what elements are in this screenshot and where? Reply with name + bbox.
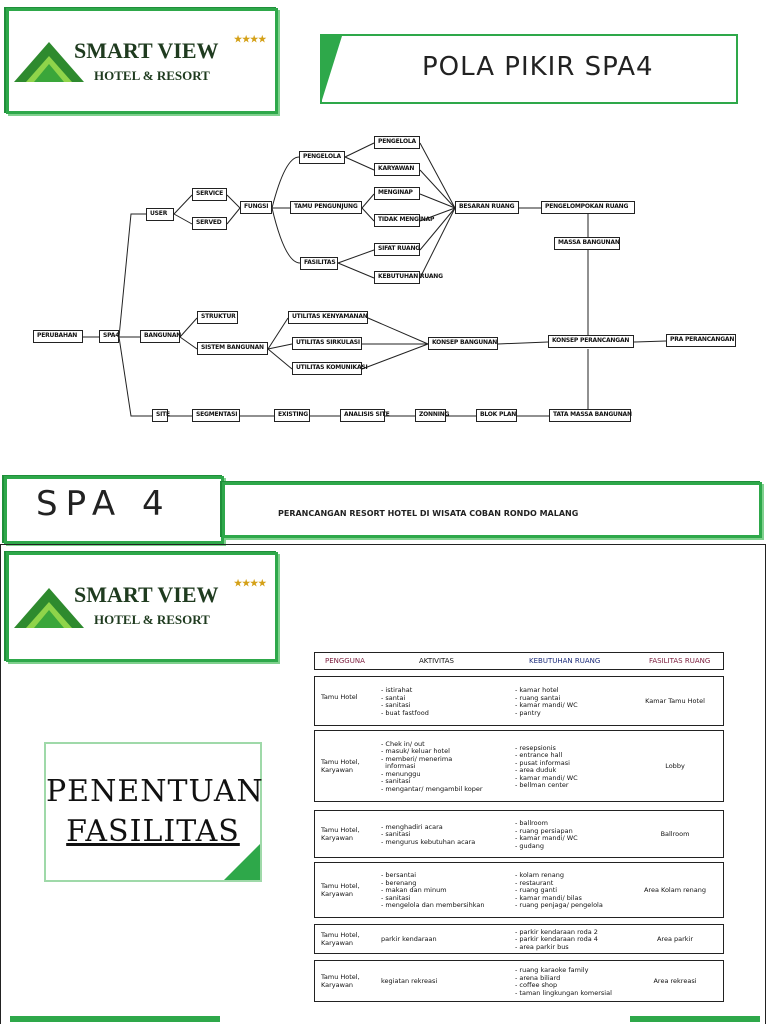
side-title-box: PENENTUAN FASILITAS xyxy=(44,742,264,882)
table-header-row: PENGGUNA AKTIVITAS KEBUTUHAN RUANG FASIL… xyxy=(314,652,724,670)
node-analisis-site: ANALISIS SITE xyxy=(340,409,390,422)
node-spa: SPA4 xyxy=(99,330,119,343)
node-fungsi: FUNGSI xyxy=(240,201,272,214)
logo-subtitle-2: HOTEL & RESORT xyxy=(94,612,210,627)
node-utilitas-sirkulasi: UTILITAS SIRKULASI xyxy=(292,337,362,350)
bottom-brush-right xyxy=(630,1016,760,1022)
node-utilitas-komunikasi: UTILITAS KOMUNIKASI xyxy=(292,362,368,375)
logo-stars-2: ★★★★ xyxy=(234,578,267,588)
node-sistem-bangunan: SISTEM BANGUNAN xyxy=(197,342,268,355)
node-pengelola1: PENGELOLA xyxy=(299,151,345,164)
side-title-line-2: FASILITAS xyxy=(66,814,240,849)
node-massa-bangunan: MASSA BANGUNAN xyxy=(554,237,620,250)
node-bangunan: BANGUNAN xyxy=(140,330,181,343)
cell-pengguna: Tamu Hotel, Karyawan xyxy=(321,931,360,947)
cell-pengguna: Tamu Hotel xyxy=(321,693,358,701)
node-struktur: STRUKTUR xyxy=(197,311,238,324)
cell-aktivitas: - menghadiri acara - sanitasi - mengurus… xyxy=(381,822,476,846)
cell-fasilitas: Ballroom xyxy=(660,830,690,838)
cell-kebutuhan: - ballroom - ruang persiapan - kamar man… xyxy=(515,819,578,850)
node-tata-massa: TATA MASSA BANGUNAN xyxy=(549,409,632,422)
cell-aktivitas: - Chek in/ out - masuk/ keluar hotel - m… xyxy=(381,739,483,793)
header-aktivitas: AKTIVITAS xyxy=(419,657,454,665)
cell-kebutuhan: - resepsionis - entrance hall - pusat in… xyxy=(515,743,578,789)
node-karyawan: KARYAWAN xyxy=(374,163,420,176)
page-title: POLA PIKIR SPA4 xyxy=(422,52,654,82)
node-utilitas-kenyamanan: UTILITAS KENYAMANAN xyxy=(288,311,368,324)
logo-stars: ★★★★ xyxy=(234,34,267,44)
banner-subtitle: PERANCANGAN RESORT HOTEL DI WISATA COBAN… xyxy=(278,509,579,518)
logo-mountain-icon xyxy=(14,38,84,82)
cell-aktivitas: - bersantai - berenang - makan dan minum… xyxy=(381,871,485,910)
header-kebutuhan: KEBUTUHAN RUANG xyxy=(529,657,601,665)
node-served: SERVED xyxy=(192,217,227,230)
table-row: Tamu Hotel, Karyawan - Chek in/ out - mas… xyxy=(314,730,724,802)
node-sifat-ruang: SIFAT RUANG xyxy=(374,243,420,256)
cell-fasilitas: Kamar Tamu Hotel xyxy=(645,697,705,705)
cell-fasilitas: Lobby xyxy=(665,762,685,770)
table-row: Tamu Hotel, Karyawan kegiatan rekreasi - r… xyxy=(314,960,724,1002)
node-menginap: MENGINAP xyxy=(374,187,420,200)
title-corner-triangle xyxy=(322,36,342,100)
node-konsep-bangunan: KONSEP BANGUNAN xyxy=(428,337,498,350)
cell-pengguna: Tamu Hotel, Karyawan xyxy=(321,882,360,898)
header-fasilitas: FASILITAS RUANG xyxy=(649,657,711,665)
node-pra-perancangan: PRA PERANCANGAN xyxy=(666,334,736,347)
node-fasilitas: FASILITAS xyxy=(300,257,338,270)
flowchart-lines xyxy=(83,142,667,417)
node-perubahan: PERUBAHAN xyxy=(33,330,83,343)
node-tamu: TAMU PENGUNJUNG xyxy=(290,201,362,214)
cell-kebutuhan: - parkir kendaraan roda 2 - parkir kenda… xyxy=(515,927,598,951)
banner-spa-label: SPA 4 xyxy=(36,484,172,524)
cell-pengguna: Tamu Hotel, Karyawan xyxy=(321,758,360,774)
table-row: Tamu Hotel, Karyawan - bersantai - berena… xyxy=(314,862,724,918)
node-konsep-perancangan: KONSEP PERANCANGAN xyxy=(548,335,634,348)
page-title-box: POLA PIKIR SPA4 xyxy=(320,34,738,104)
cell-aktivitas: kegiatan rekreasi xyxy=(381,977,438,986)
cell-aktivitas: parkir kendaraan xyxy=(381,935,437,944)
banner-subtitle-frame xyxy=(222,482,762,538)
cell-fasilitas: Area Kolam renang xyxy=(643,886,706,894)
node-user: USER xyxy=(146,208,174,221)
cell-fasilitas: Area rekreasi xyxy=(653,977,697,985)
node-blok-plan: BLOK PLAN xyxy=(476,409,517,422)
node-pengelompokan-ruang: PENGELOMPOKAN RUANG xyxy=(541,201,635,214)
node-tidak-menginap: TIDAK MENGINAP xyxy=(374,214,434,227)
cell-pengguna: Tamu Hotel, Karyawan xyxy=(321,826,360,842)
banner-spa-frame xyxy=(4,476,224,544)
node-besaran-ruang: BESARAN RUANG xyxy=(455,201,519,214)
page2-frame xyxy=(0,544,766,1024)
header-pengguna: PENGGUNA xyxy=(325,657,365,665)
node-site: SITE xyxy=(152,409,170,422)
logo-mountain-icon-2 xyxy=(14,584,84,628)
logo-name: SMART VIEW xyxy=(74,38,219,63)
table-row: Tamu Hotel, Karyawan parkir kendaraan - pa… xyxy=(314,924,724,954)
cell-kebutuhan: - ruang karaoke family - arena biliard -… xyxy=(515,966,612,997)
cell-kebutuhan: - kamar hotel - ruang santai - kamar man… xyxy=(515,686,578,717)
node-service: SERVICE xyxy=(192,188,227,201)
node-kebutuhan-ruang: KEBUTUHAN RUANG xyxy=(374,271,443,284)
logo-name-2: SMART VIEW xyxy=(74,582,219,607)
node-zoning: ZONNING xyxy=(415,409,449,422)
side-title-corner xyxy=(224,844,260,880)
node-existing: EXISTING xyxy=(274,409,310,422)
cell-pengguna: Tamu Hotel, Karyawan xyxy=(321,973,360,989)
logo-subtitle: HOTEL & RESORT xyxy=(94,68,210,83)
table-row: Tamu Hotel, Karyawan - menghadiri acara -… xyxy=(314,810,724,858)
bottom-brush-left xyxy=(10,1016,220,1022)
cell-aktivitas: - istirahat - santai - sanitasi - buat f… xyxy=(381,686,429,717)
side-title-line-1: PENENTUAN xyxy=(46,774,264,809)
node-pengelola2: PENGELOLA xyxy=(374,136,420,149)
node-segmentasi: SEGMENTASI xyxy=(192,409,240,422)
table-row: Tamu Hotel - istirahat - santai - sanitas… xyxy=(314,676,724,726)
cell-fasilitas: Area parkir xyxy=(656,935,694,943)
cell-kebutuhan: - kolam renang - restaurant - ruang gant… xyxy=(515,871,603,910)
